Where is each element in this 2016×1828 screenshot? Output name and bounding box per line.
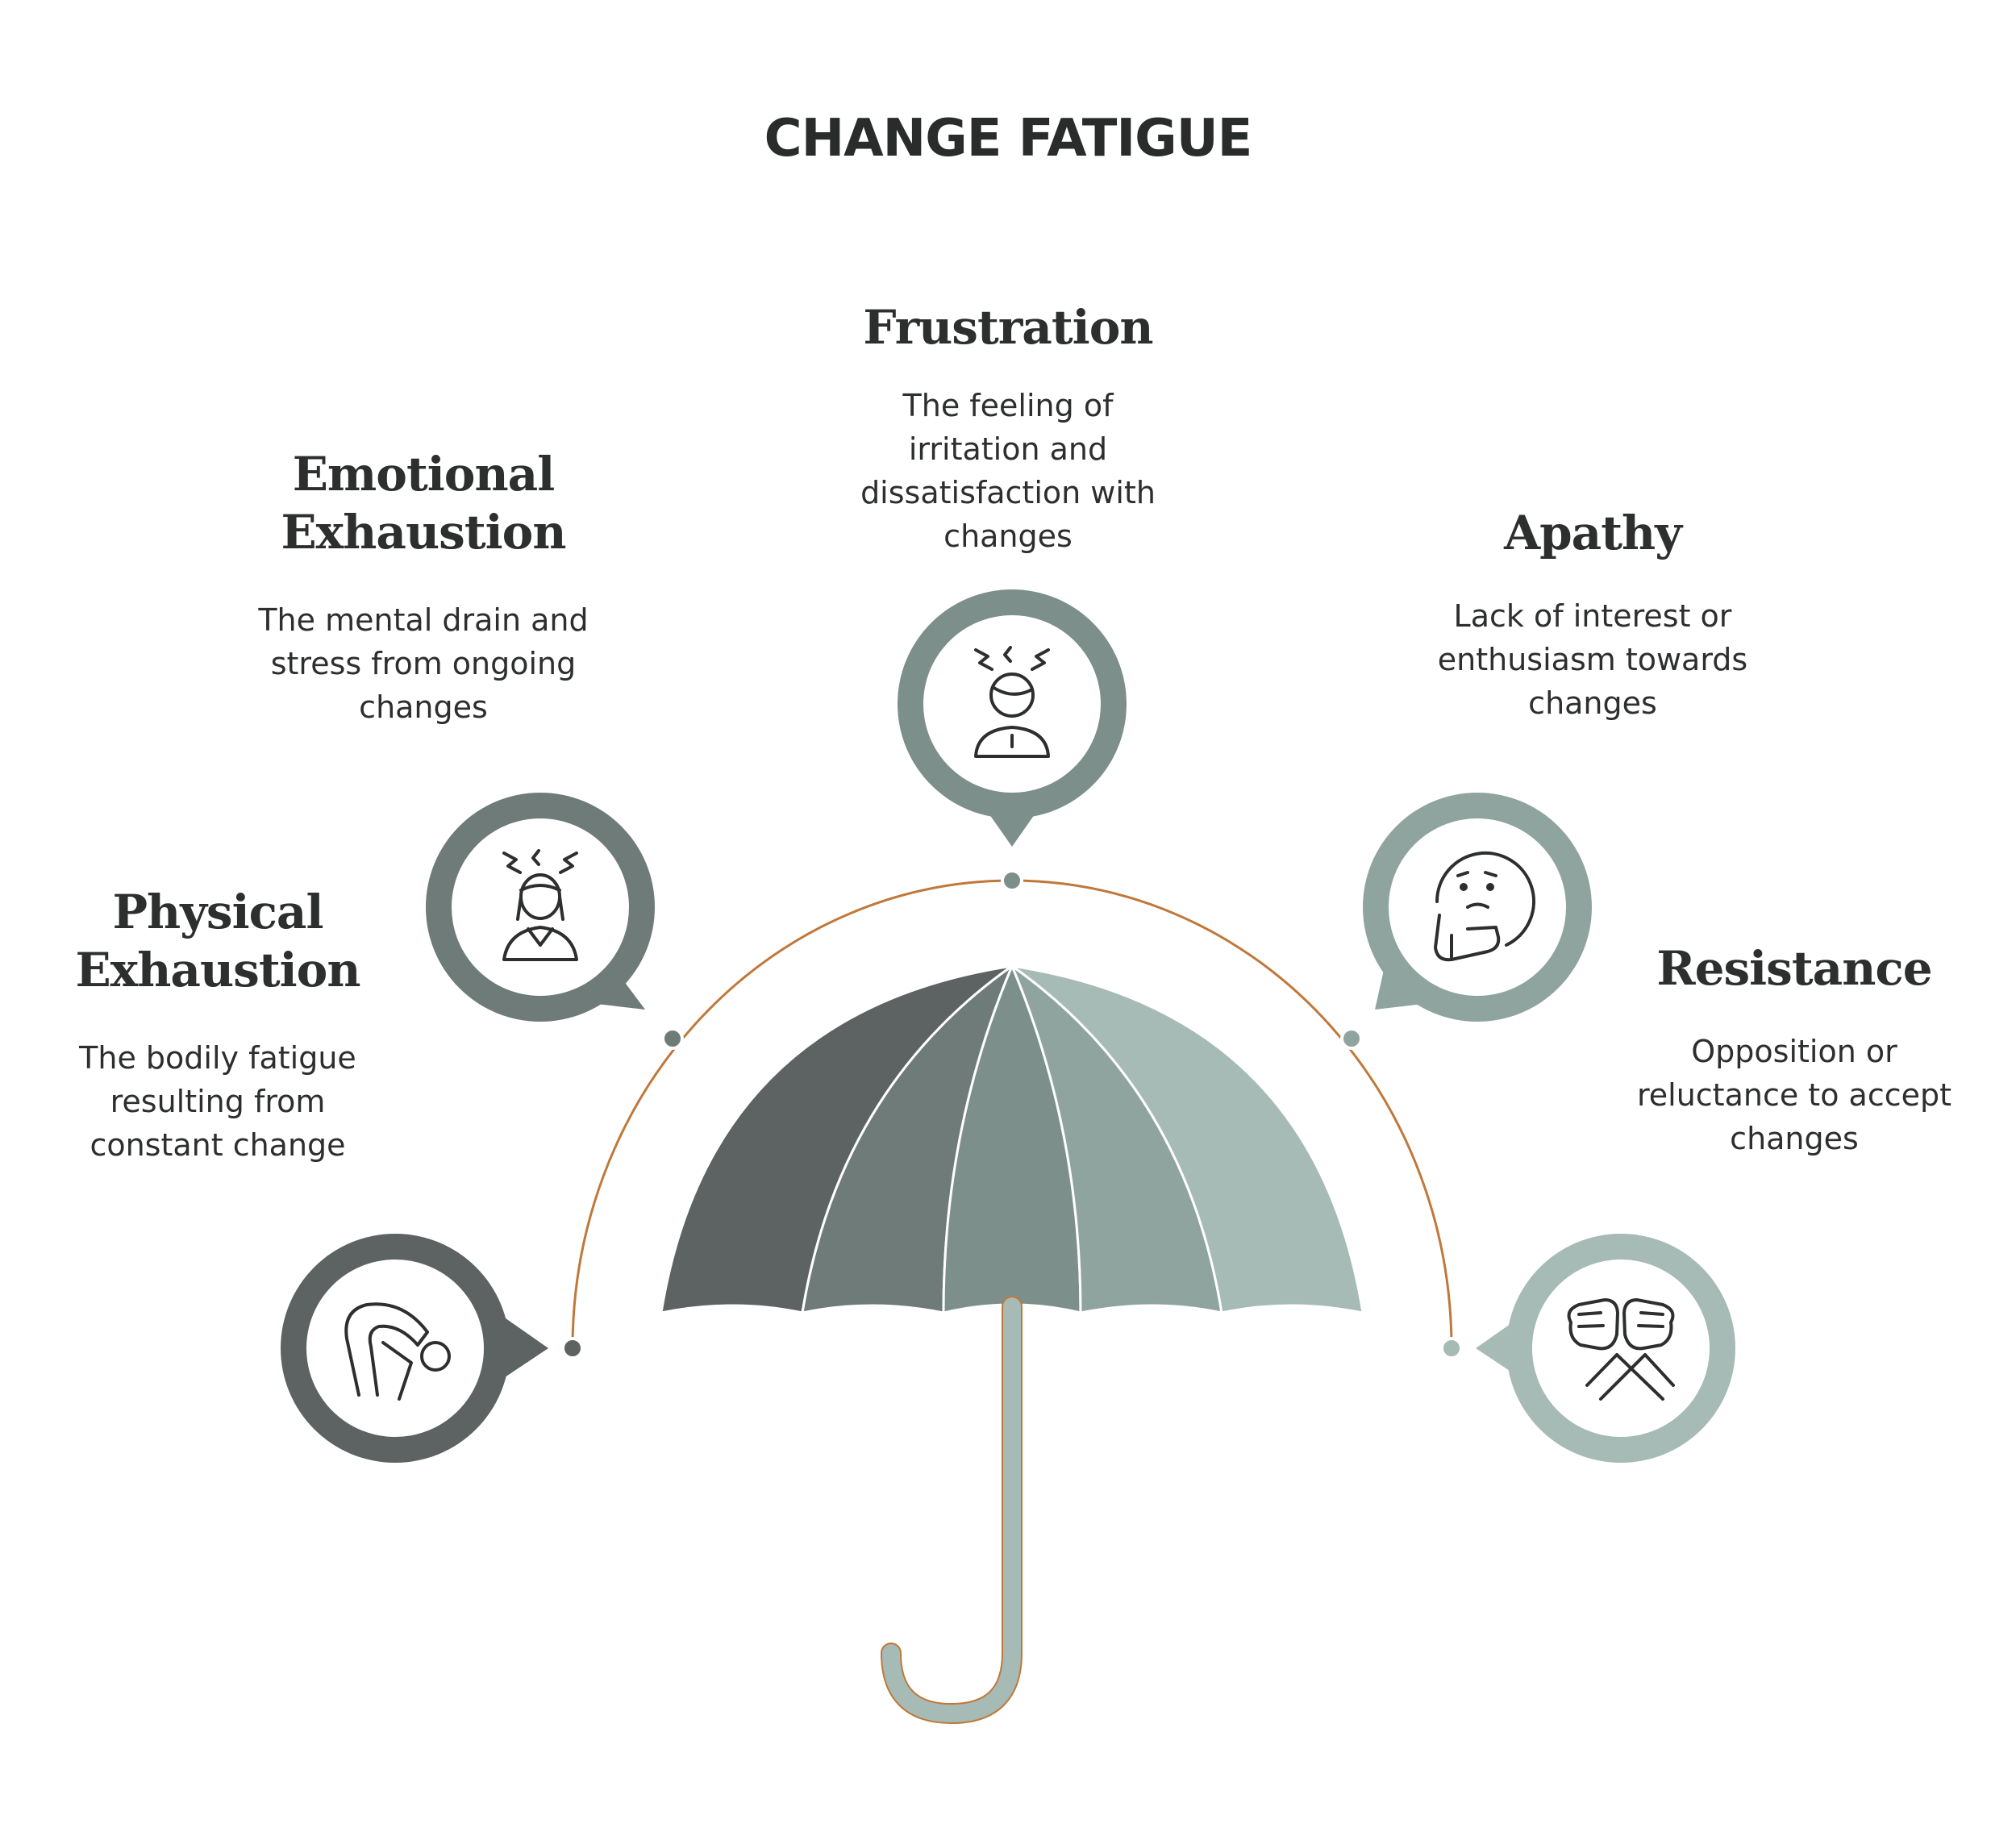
heading-line: Resistance [1656,941,1932,996]
bubble-pointer [500,1314,548,1380]
frustration-description: The feeling of irritation and dissatisfa… [814,384,1202,558]
frustration-heading: Frustration [814,298,1202,356]
arc-dot [661,1027,684,1050]
heading-line: Frustration [863,300,1153,355]
heading-line: Physical [112,885,323,939]
bubble-center [923,615,1101,793]
bent-over-person-icon [344,1302,451,1401]
bubble-center [1389,818,1566,996]
resistance-bubble [1476,1234,1735,1463]
umbrella-canopy [660,964,1364,1314]
emotional-exhaustion-block: Emotional Exhaustion The mental drain an… [234,445,613,729]
physical-exhaustion-bubble [281,1234,548,1463]
heading-line: Apathy [1504,506,1682,560]
description-line: irritation and [908,431,1108,467]
arc-dot [1440,1337,1463,1360]
heading-line: Exhaustion [75,943,360,997]
description-line: enthusiasm towards [1437,642,1748,677]
description-line: dissatisfaction with [860,475,1156,510]
emotional-exhaustion-description: The mental drain and stress from ongoing… [234,598,613,729]
arc-dot [561,1337,584,1360]
thinking-face-icon [1434,851,1535,962]
bubble-center [452,818,629,996]
resistance-block: Resistance Opposition or reluctance to a… [1605,939,1984,1160]
canopy-panel [1010,964,1364,1314]
description-line: resulting from [110,1084,326,1119]
emotional-exhaustion-heading: Emotional Exhaustion [234,445,613,561]
description-line: changes [359,689,488,725]
description-line: Lack of interest or [1453,598,1732,634]
apathy-description: Lack of interest or enthusiasm towards c… [1403,594,1782,725]
description-line: The mental drain and [258,602,589,638]
arc-dot [1001,869,1023,892]
emotional-exhaustion-bubble [426,793,655,1022]
physical-exhaustion-block: Physical Exhaustion The bodily fatigue r… [32,883,403,1167]
description-line: Opposition or [1691,1034,1897,1069]
diagram-title: CHANGE FATIGUE [764,109,1253,169]
description-line: The bodily fatigue [79,1040,356,1076]
description-line: changes [1528,685,1657,721]
stressed-woman-icon [502,849,578,961]
apathy-heading: Apathy [1403,504,1782,562]
bubble-center [306,1260,484,1437]
arc-dots [561,869,1463,1360]
bubble-center [1532,1260,1710,1437]
physical-exhaustion-heading: Physical Exhaustion [32,883,403,999]
description-line: The feeling of [902,388,1114,423]
resistance-heading: Resistance [1605,939,1984,997]
crossed-arms-icon [1567,1298,1675,1401]
description-line: changes [1730,1121,1859,1156]
apathy-bubble [1363,793,1592,1022]
description-line: reluctance to accept [1636,1077,1952,1113]
frustrated-person-icon [974,646,1050,758]
umbrella-handle-fill [882,1297,1021,1723]
arc-dot [1340,1027,1363,1050]
description-line: changes [943,518,1073,554]
description-line: constant change [90,1127,346,1163]
frustration-block: Frustration The feeling of irritation an… [814,298,1202,558]
umbrella-handle [881,1296,1023,1725]
heading-line: Emotional [292,447,556,502]
frustration-bubble [898,589,1127,847]
resistance-description: Opposition or reluctance to accept chang… [1605,1030,1984,1160]
physical-exhaustion-description: The bodily fatigue resulting from consta… [32,1036,403,1167]
apathy-block: Apathy Lack of interest or enthusiasm to… [1403,504,1782,725]
heading-line: Exhaustion [281,505,566,560]
description-line: stress from ongoing [270,646,577,681]
